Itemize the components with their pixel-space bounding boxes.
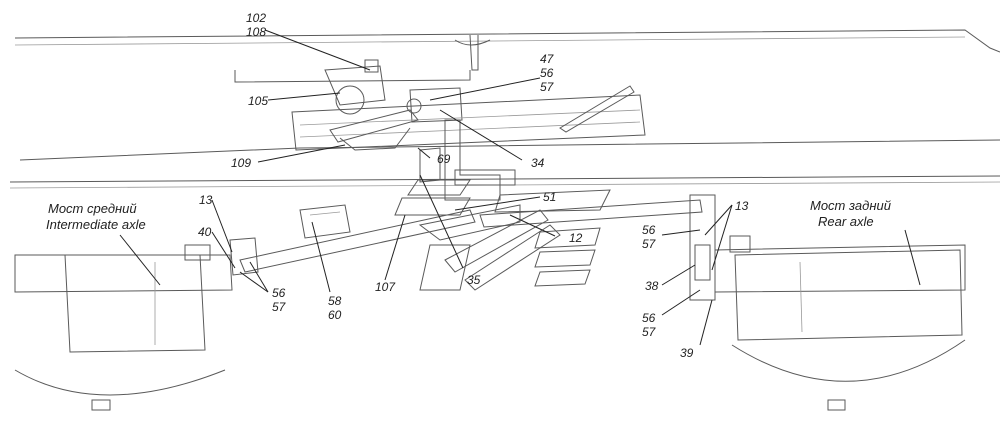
callout-57c: 57 — [642, 237, 657, 251]
leader-lines — [119, 29, 921, 346]
callout-34: 34 — [531, 156, 545, 170]
callout-13b: 13 — [735, 199, 749, 213]
callout-69: 69 — [437, 152, 451, 166]
callout-35: 35 — [467, 273, 481, 287]
callout-39: 39 — [680, 346, 694, 360]
upper-bracket — [324, 59, 463, 123]
callout-12: 12 — [569, 231, 583, 245]
callout-56d: 56 — [642, 311, 656, 325]
callout-56a: 56 — [540, 66, 554, 80]
rear-axle-housing — [714, 235, 966, 411]
callout-13a: 13 — [199, 193, 213, 207]
chevron-plates — [394, 179, 611, 291]
intermediate-axle-caption-ru: Мост средний — [48, 201, 137, 216]
frame-rail — [9, 29, 1000, 189]
callout-60: 60 — [328, 308, 342, 322]
axle-captions: Мост средний Intermediate axle Мост задн… — [46, 198, 891, 232]
callout-57d: 57 — [642, 325, 657, 339]
callout-labels: 102 108 105 47 56 57 109 69 34 51 12 35 … — [198, 11, 749, 360]
callout-56c: 56 — [642, 223, 656, 237]
rear-axle-caption-ru: Мост задний — [810, 198, 891, 213]
callout-108: 108 — [246, 25, 266, 39]
callout-56b: 56 — [272, 286, 286, 300]
callout-57a: 57 — [540, 80, 555, 94]
callout-38: 38 — [645, 279, 659, 293]
callout-102: 102 — [246, 11, 266, 25]
callout-107: 107 — [375, 280, 396, 294]
intermediate-axle-caption-en: Intermediate axle — [46, 217, 146, 232]
callout-57b: 57 — [272, 300, 287, 314]
callout-51: 51 — [543, 190, 556, 204]
rear-axle-caption-en: Rear axle — [818, 214, 874, 229]
spring-pack — [291, 85, 646, 151]
center-bracket — [419, 119, 516, 201]
intermediate-axle-housing — [14, 244, 233, 411]
callout-47: 47 — [540, 52, 555, 66]
callout-105: 105 — [248, 94, 268, 108]
callout-109: 109 — [231, 156, 251, 170]
callout-58: 58 — [328, 294, 342, 308]
callout-40: 40 — [198, 225, 212, 239]
